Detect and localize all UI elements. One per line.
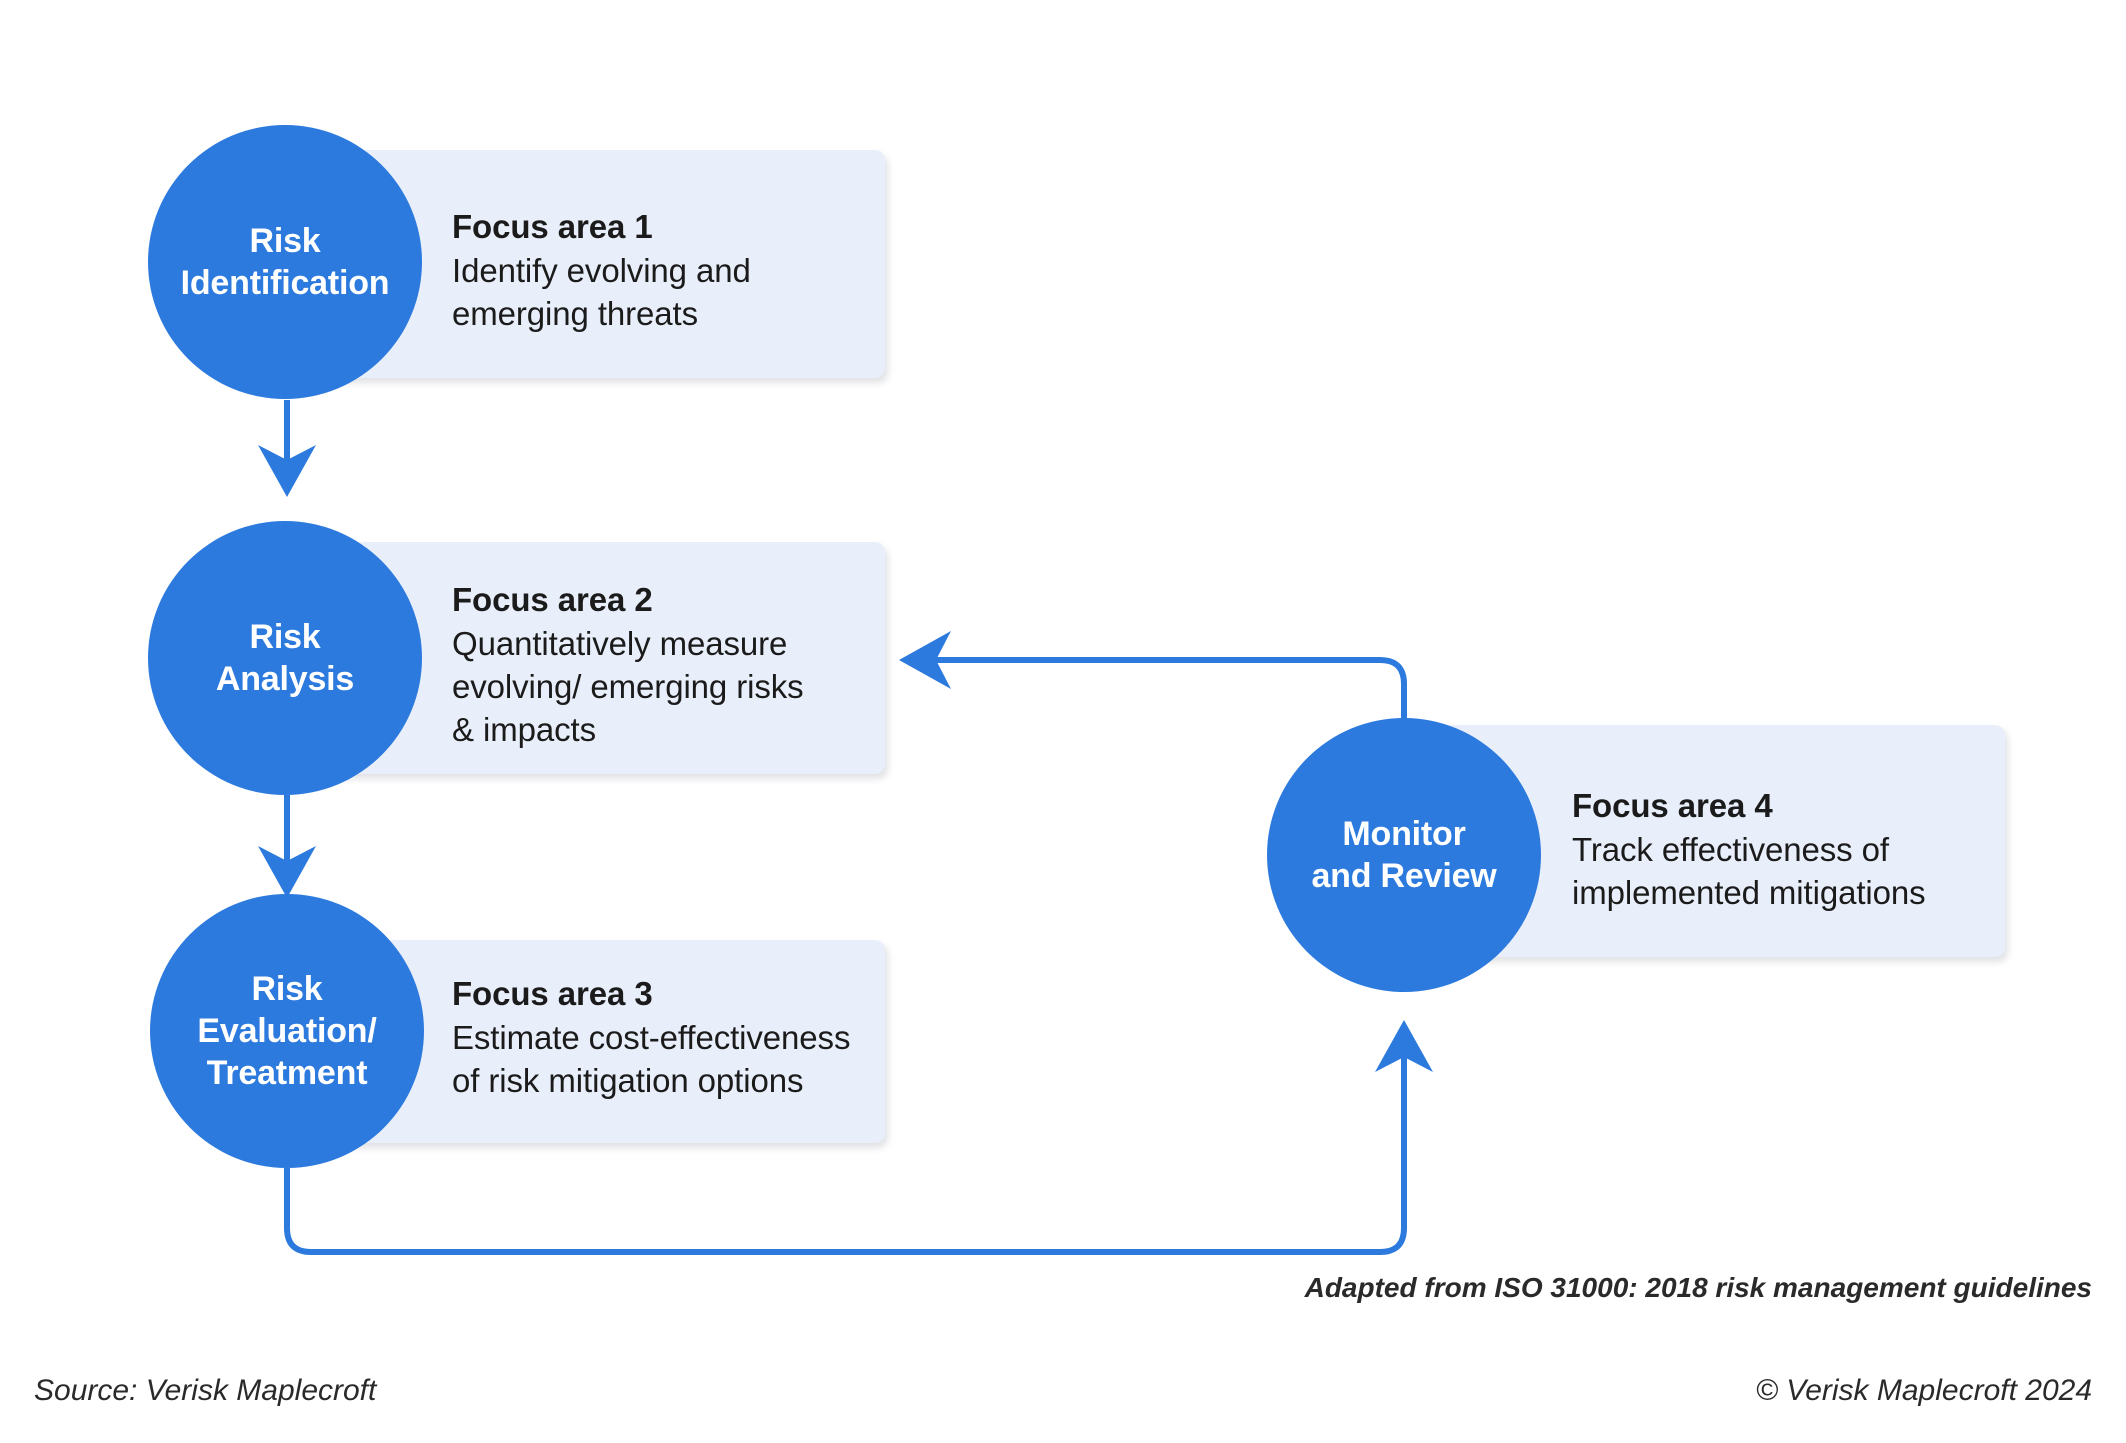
- arrow-monitor-to-analysis: [899, 631, 1407, 728]
- focus-area-4-text: Focus area 4 Track effectiveness of impl…: [1572, 784, 2002, 914]
- arrow-analysis-to-evaluation: [258, 795, 316, 898]
- adapted-from-note: Adapted from ISO 31000: 2018 risk manage…: [1304, 1272, 2092, 1303]
- focus-area-1-title: Focus area 1: [452, 208, 653, 245]
- focus-area-4-desc: Track effectiveness of implemented mitig…: [1572, 831, 1926, 911]
- arrow-identification-to-analysis: [258, 400, 316, 497]
- node-monitor-and-review[interactable]: Monitor and Review: [1267, 718, 1541, 992]
- focus-area-3-text: Focus area 3 Estimate cost-effectiveness…: [452, 972, 882, 1102]
- focus-area-1-text: Focus area 1 Identify evolving and emerg…: [452, 205, 872, 335]
- focus-area-2-text: Focus area 2 Quantitatively measure evol…: [452, 578, 872, 751]
- focus-area-3-desc: Estimate cost-effectiveness of risk miti…: [452, 1019, 851, 1099]
- node-risk-analysis[interactable]: Risk Analysis: [148, 521, 422, 795]
- node-risk-identification[interactable]: Risk Identification: [148, 125, 422, 399]
- source-note: Source: Verisk Maplecroft: [34, 1374, 377, 1407]
- copyright-note: © Verisk Maplecroft 2024: [1755, 1374, 2092, 1407]
- focus-area-3-title: Focus area 3: [452, 975, 653, 1012]
- focus-area-1-desc: Identify evolving and emerging threats: [452, 252, 751, 332]
- focus-area-2-desc: Quantitatively measure evolving/ emergin…: [452, 625, 804, 748]
- focus-area-2-title: Focus area 2: [452, 581, 653, 618]
- focus-area-4-title: Focus area 4: [1572, 787, 1773, 824]
- node-risk-evaluation-treatment[interactable]: Risk Evaluation/ Treatment: [150, 894, 424, 1168]
